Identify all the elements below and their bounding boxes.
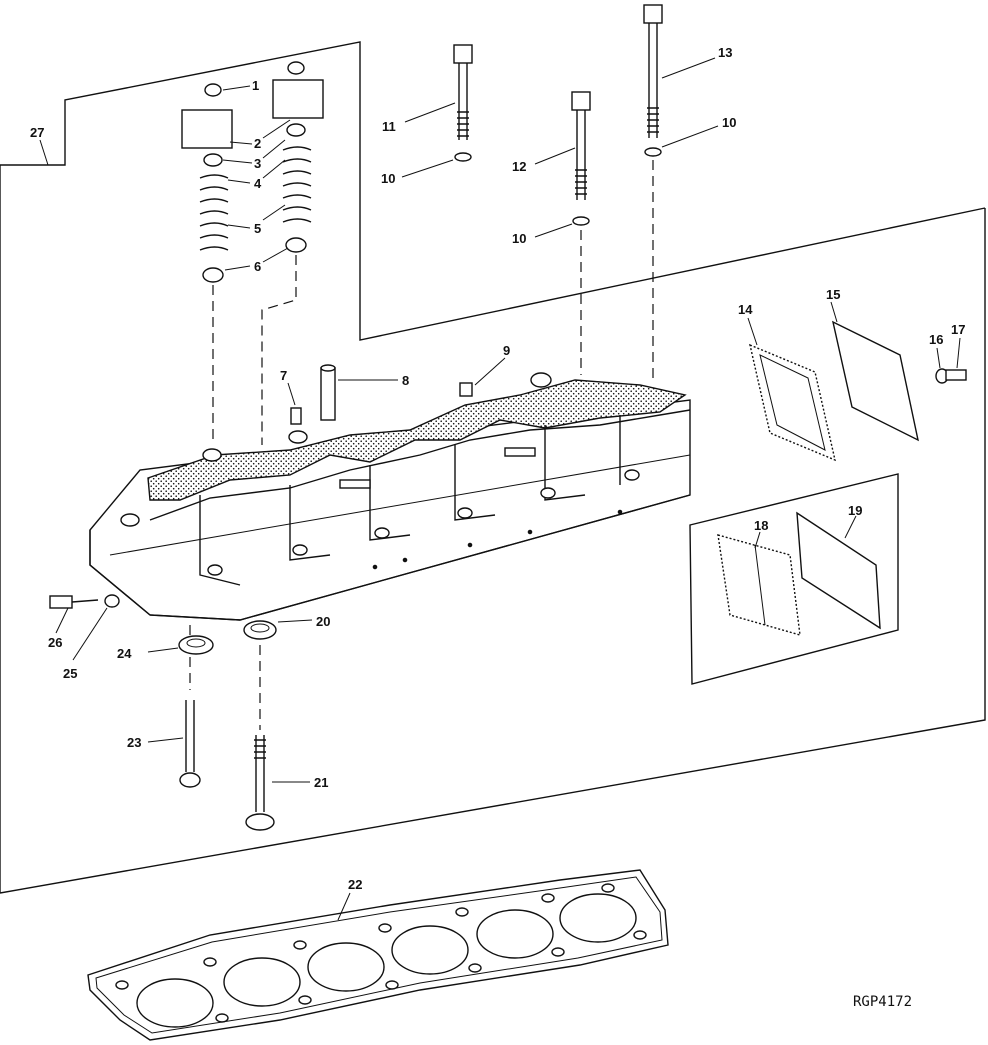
callout-labels: 1 2 3 4 5 6 7 8 9 10 10 10 11 12 13 14 1… — [30, 45, 965, 1010]
panel-outlines — [0, 41, 986, 894]
callout-19: 19 — [848, 503, 862, 518]
valve-stack-right — [272, 61, 324, 253]
stud-23 — [179, 700, 201, 788]
cover-plate-19 — [796, 511, 881, 630]
figure-reference-code: RGP4172 — [853, 994, 912, 1010]
leader-lines — [39, 57, 961, 921]
callout-25: 25 — [63, 666, 77, 681]
valve-stack-left — [181, 83, 233, 283]
cap-screw-11 — [453, 44, 473, 162]
callout-24: 24 — [117, 646, 132, 661]
callout-13: 13 — [718, 45, 732, 60]
rocker-cover-gasket-14 — [749, 343, 836, 462]
callout-22: 22 — [348, 877, 362, 892]
callout-27: 27 — [30, 125, 44, 140]
callout-8: 8 — [402, 373, 409, 388]
callout-1: 1 — [252, 78, 259, 93]
callout-16: 16 — [929, 332, 943, 347]
callout-10-b: 10 — [512, 231, 526, 246]
cover-plate-15 — [831, 320, 919, 442]
callout-3: 3 — [254, 156, 261, 171]
callout-5: 5 — [254, 221, 261, 236]
cylinder-head — [89, 372, 691, 621]
assembly-lines — [189, 160, 654, 730]
callout-21: 21 — [314, 775, 328, 790]
cap-screw-12 — [571, 91, 591, 226]
gasket-inset-panel — [689, 473, 899, 685]
callout-20: 20 — [316, 614, 330, 629]
seal-24 — [178, 635, 214, 655]
callout-2: 2 — [254, 136, 261, 151]
head-gasket-22 — [87, 869, 669, 1041]
callout-26: 26 — [48, 635, 62, 650]
gasket-18 — [717, 534, 801, 636]
callout-9: 9 — [503, 343, 510, 358]
small-parts — [290, 364, 473, 425]
callout-17: 17 — [951, 322, 965, 337]
callout-18: 18 — [754, 518, 768, 533]
callout-10-a: 10 — [381, 171, 395, 186]
callout-11: 11 — [382, 119, 396, 134]
callout-14: 14 — [738, 302, 753, 317]
seal-20 — [243, 620, 277, 640]
callout-4: 4 — [254, 176, 262, 191]
cap-screw-13 — [643, 4, 663, 157]
screw-16-17 — [935, 368, 967, 384]
callout-10-c: 10 — [722, 115, 736, 130]
callout-15: 15 — [826, 287, 840, 302]
stud-21 — [245, 735, 275, 831]
callout-6: 6 — [254, 259, 261, 274]
callout-23: 23 — [127, 735, 141, 750]
callout-7: 7 — [280, 368, 287, 383]
callout-12: 12 — [512, 159, 526, 174]
plug-25-26 — [49, 594, 120, 609]
